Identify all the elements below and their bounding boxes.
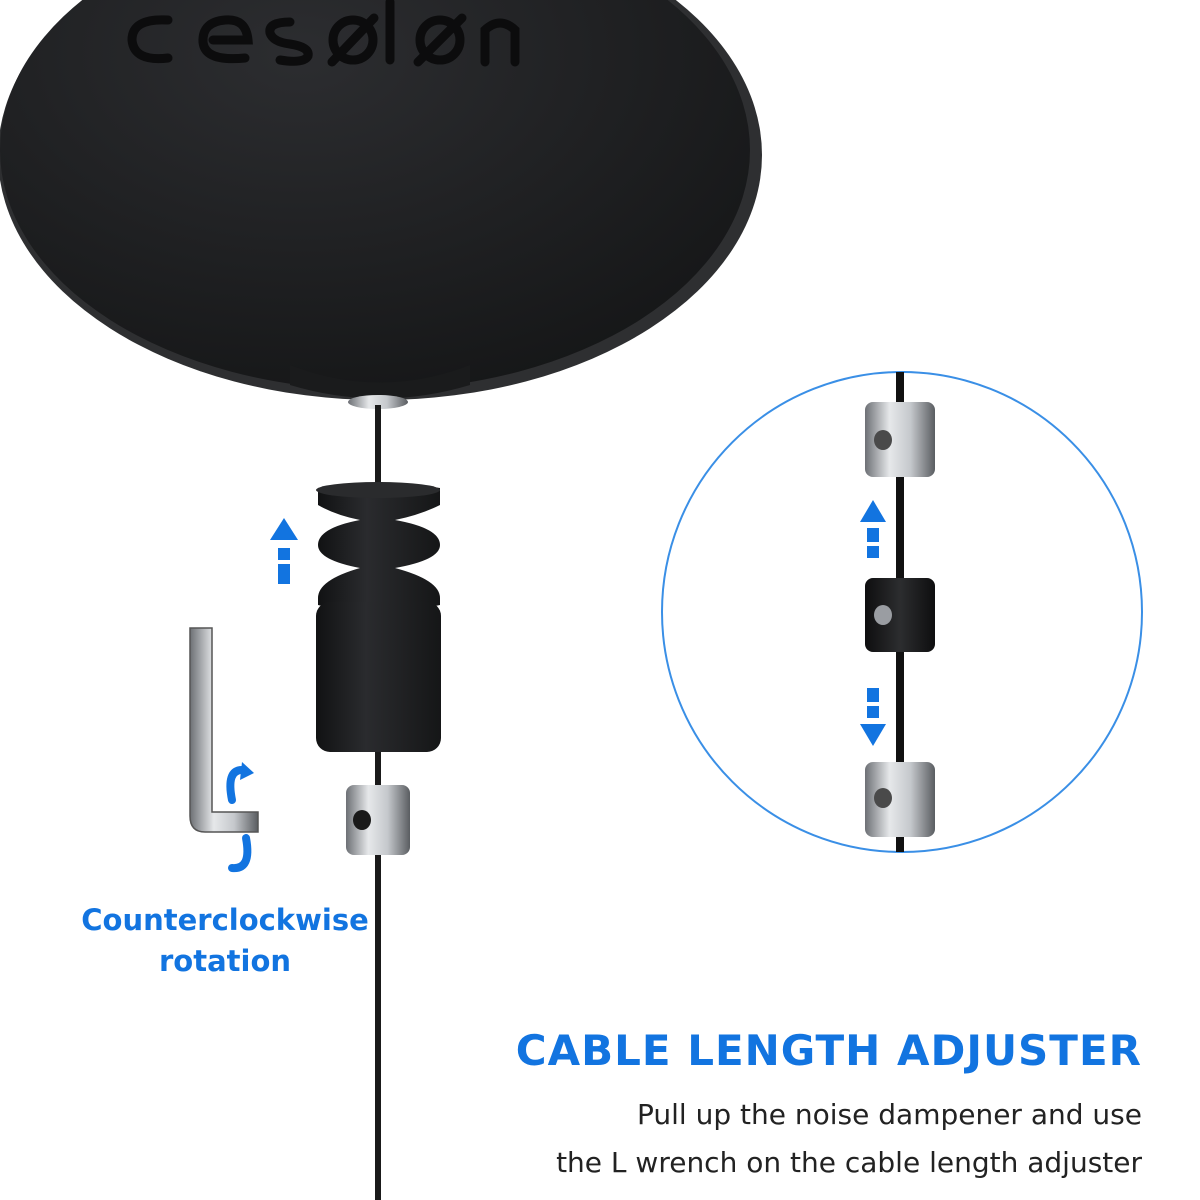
- cable-length-adjuster[interactable]: [346, 785, 410, 855]
- adjuster-collar-middle: [865, 578, 935, 652]
- logo-emboss: [127, 0, 520, 67]
- retractor-body: [0, 0, 762, 409]
- arrow-down-icon: [860, 688, 886, 746]
- rotate-ccw-icon: [226, 766, 252, 873]
- rotation-caption-line2: rotation: [158, 944, 292, 978]
- instructions: Pull up the noise dampener and use the L…: [556, 1091, 1142, 1187]
- instructions-line1: Pull up the noise dampener and use: [637, 1098, 1142, 1131]
- rotation-caption-line1: Counterclockwise: [81, 903, 369, 937]
- arrow-up-icon: [270, 518, 298, 584]
- adjuster-collar-bottom: [865, 762, 935, 837]
- l-wrench-icon: [189, 627, 259, 833]
- instructions-line2: the L wrench on the cable length adjuste…: [556, 1146, 1142, 1179]
- arrow-up-icon: [860, 500, 886, 558]
- headline: CABLE LENGTH ADJUSTER: [515, 1026, 1142, 1075]
- rotation-caption: Counterclockwise rotation: [60, 900, 390, 982]
- adjuster-collar-top: [865, 402, 935, 477]
- rotate-arrowhead: [240, 762, 254, 780]
- detail-zoom-circle: [661, 371, 1143, 853]
- noise-dampener[interactable]: [316, 482, 441, 752]
